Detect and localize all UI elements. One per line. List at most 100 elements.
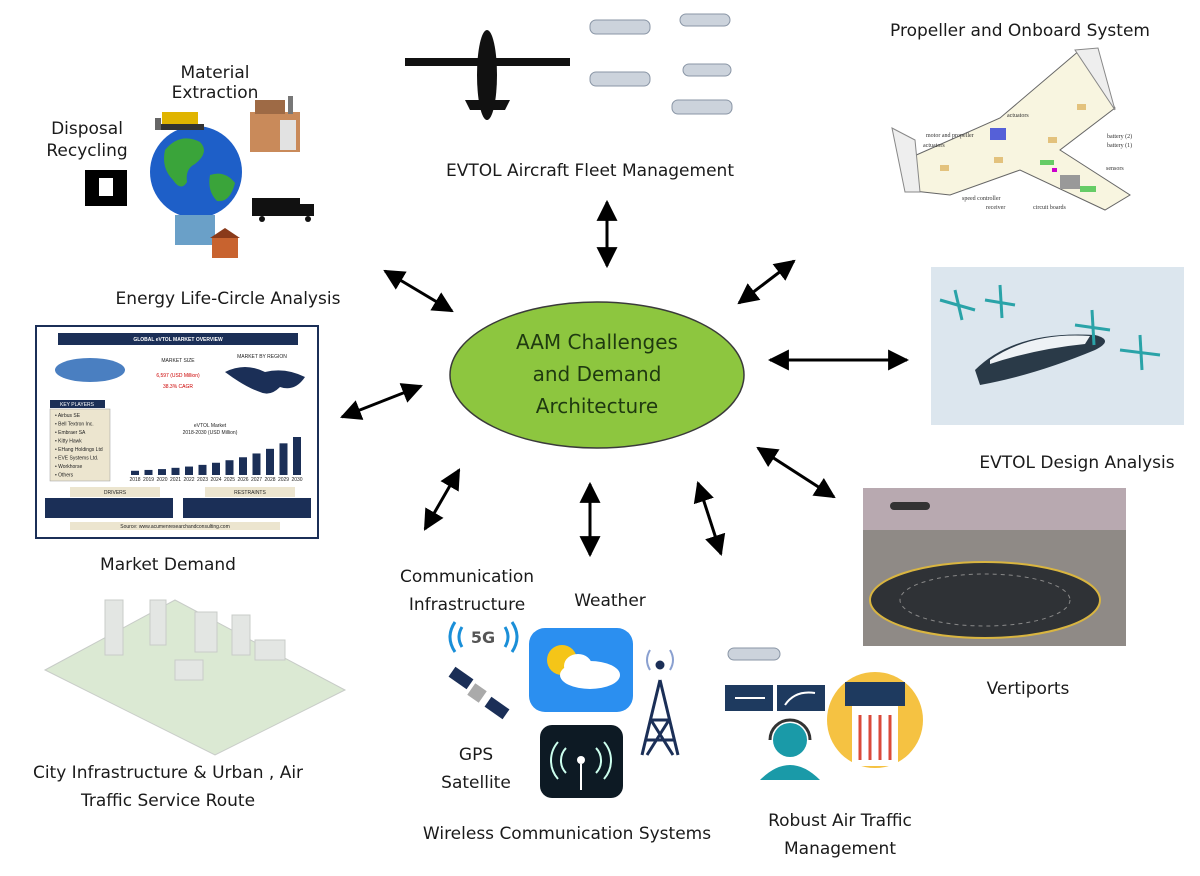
label-material: Material bbox=[180, 63, 249, 83]
evtol-design-render bbox=[931, 267, 1184, 425]
key-player-item: • Others bbox=[55, 473, 74, 479]
motor-icon bbox=[990, 128, 1006, 140]
label-receiver: receiver bbox=[986, 205, 1005, 211]
key-players-label: KEY PLAYERS bbox=[60, 402, 95, 408]
label-comm-1: Communication bbox=[400, 567, 534, 587]
label-battery1: battery (1) bbox=[1107, 142, 1132, 149]
center-line-2: and Demand bbox=[533, 362, 662, 386]
market-bar bbox=[239, 457, 247, 475]
market-bar bbox=[266, 448, 274, 475]
label-city-1: City Infrastructure & Urban , Air bbox=[33, 763, 303, 783]
arrow-market bbox=[340, 383, 423, 420]
label-propeller: Propeller and Onboard System bbox=[890, 21, 1150, 41]
bulldozer-icon bbox=[155, 112, 204, 130]
label-extraction: Extraction bbox=[172, 83, 259, 103]
market-year-label: 2028 bbox=[264, 477, 275, 483]
chart-subtitle: 2018-2030 (USD Million) bbox=[183, 430, 238, 436]
label-wireless: Wireless Communication Systems bbox=[423, 824, 711, 844]
market-year-label: 2020 bbox=[156, 477, 167, 483]
market-year-label: 2029 bbox=[278, 477, 289, 483]
market-year-label: 2022 bbox=[183, 477, 194, 483]
satellite-icon bbox=[448, 666, 510, 720]
label-gps: GPS bbox=[459, 745, 493, 765]
center-node: AAM Challenges and Demand Architecture bbox=[449, 301, 745, 449]
market-year-label: 2025 bbox=[224, 477, 235, 483]
center-line-3: Architecture bbox=[536, 394, 658, 418]
key-player-item: • Embraer SA bbox=[55, 430, 86, 436]
label-atm-2: Management bbox=[784, 839, 896, 859]
evtol-icon bbox=[727, 647, 781, 661]
source-text: Source: www.acumenresearchandconsulting.… bbox=[120, 524, 230, 530]
market-size-label: MARKET SIZE bbox=[161, 358, 195, 364]
chart-title: eVTOL Market bbox=[194, 423, 227, 429]
market-region-label: MARKET BY REGION bbox=[237, 354, 287, 360]
arrow-vertiports bbox=[756, 446, 836, 499]
label-vertiports: Vertiports bbox=[987, 679, 1070, 699]
label-energy: Energy Life-Circle Analysis bbox=[116, 289, 341, 309]
rotor-icons bbox=[939, 284, 1161, 371]
market-bar bbox=[144, 469, 153, 475]
label-motor: motor and propeller bbox=[926, 133, 974, 139]
market-year-label: 2027 bbox=[251, 477, 262, 483]
label-recycling: Recycling bbox=[46, 141, 127, 161]
arrow-atm bbox=[693, 481, 726, 556]
market-bar bbox=[198, 464, 207, 475]
energy-lifecycle-illustration bbox=[85, 96, 314, 258]
market-bar bbox=[279, 443, 288, 475]
route-icon bbox=[777, 685, 825, 711]
key-player-item: • Workhorse bbox=[55, 464, 82, 470]
market-cagr: 38.3% CAGR bbox=[163, 384, 193, 390]
key-player-item: • EVE Systems Ltd. bbox=[55, 456, 98, 462]
label-city-2: Traffic Service Route bbox=[80, 791, 255, 811]
plant-icon bbox=[175, 215, 240, 258]
label-sensors: sensors bbox=[1106, 166, 1124, 172]
label-comm-2: Infrastructure bbox=[409, 595, 525, 615]
drivers-label: DRIVERS bbox=[104, 490, 127, 496]
arrow-comm bbox=[423, 468, 461, 531]
label-market: Market Demand bbox=[100, 555, 236, 575]
market-year-label: 2026 bbox=[237, 477, 248, 483]
vertiport-render bbox=[863, 488, 1126, 646]
city-illustration bbox=[43, 599, 347, 756]
trash-icon bbox=[85, 170, 127, 206]
label-circuit-boards: circuit boards bbox=[1033, 205, 1066, 211]
aircraft-silhouette-icon bbox=[405, 30, 570, 120]
market-bar bbox=[185, 466, 193, 475]
market-year-label: 2024 bbox=[210, 477, 221, 483]
market-bar bbox=[252, 453, 261, 475]
market-year-label: 2019 bbox=[143, 477, 154, 483]
label-design: EVTOL Design Analysis bbox=[979, 453, 1174, 473]
market-bar bbox=[225, 460, 234, 475]
label-satellite: Satellite bbox=[441, 773, 511, 793]
market-bar bbox=[131, 470, 139, 475]
cell-tower-icon bbox=[640, 649, 680, 756]
connector-arrows bbox=[340, 199, 910, 558]
key-player-item: • Bell Textron Inc. bbox=[55, 422, 94, 428]
market-year-label: 2030 bbox=[291, 477, 302, 483]
arrow-energy bbox=[383, 269, 454, 313]
label-battery2: battery (2) bbox=[1107, 133, 1132, 140]
wireless-signal-icon bbox=[540, 725, 623, 798]
market-size-value: 6,597 (USD Million) bbox=[156, 373, 200, 379]
market-overview-infographic: GLOBAL eVTOL MARKET OVERVIEW MARKET SIZE… bbox=[35, 325, 319, 539]
market-year-label: 2018 bbox=[129, 477, 140, 483]
key-player-item: • Kitty Hawk bbox=[55, 439, 82, 445]
label-actuators-2: actuators bbox=[923, 143, 945, 149]
market-bar bbox=[293, 437, 301, 475]
weather-icon bbox=[529, 628, 633, 712]
label-atm-1: Robust Air Traffic bbox=[768, 811, 912, 831]
label-disposal: Disposal bbox=[51, 119, 123, 139]
label-speed-controller: speed controller bbox=[962, 196, 1000, 202]
market-year-label: 2023 bbox=[197, 477, 208, 483]
label-actuators-1: actuators bbox=[1007, 113, 1029, 119]
onboard-system-diagram: actuators motor and propeller actuators … bbox=[891, 47, 1132, 211]
label-weather: Weather bbox=[574, 591, 646, 611]
market-bar bbox=[158, 469, 166, 475]
restraints-label: RESTRAINTS bbox=[234, 490, 266, 496]
operator-headset-icon bbox=[760, 718, 820, 780]
center-line-1: AAM Challenges bbox=[516, 330, 678, 354]
factory-icon bbox=[250, 96, 300, 152]
5g-text: 5G bbox=[471, 628, 495, 647]
evtol-fleet-illustration bbox=[405, 13, 733, 120]
